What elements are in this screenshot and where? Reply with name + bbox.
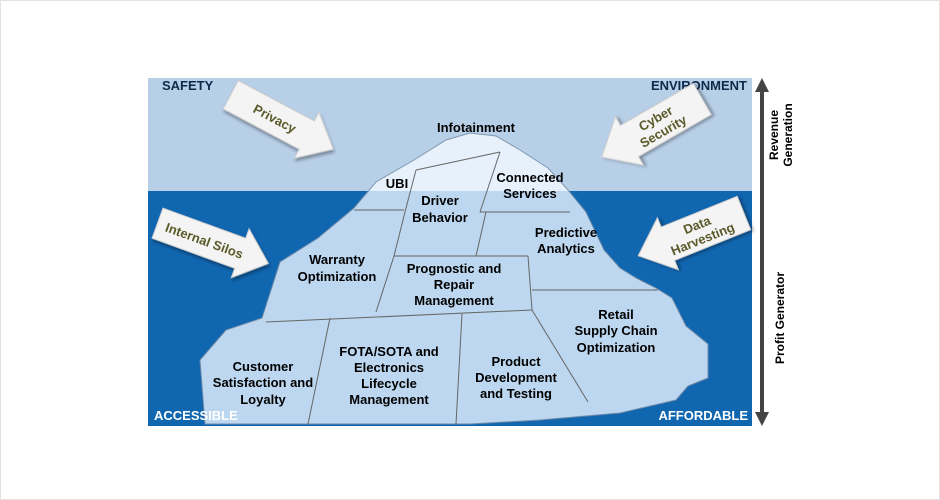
cell-fota-4: Management	[349, 392, 429, 407]
cell-fota-2: Electronics	[354, 360, 424, 375]
cell-warranty-optimization-1: Warranty	[309, 252, 366, 267]
cell-product-1: Product	[491, 354, 541, 369]
corner-label-affordable: AFFORDABLE	[658, 408, 748, 423]
cell-retail-2: Supply Chain	[574, 323, 657, 338]
corner-label-safety: SAFETY	[162, 78, 214, 93]
axis-arrowhead-down	[755, 412, 769, 426]
cell-customer-2: Satisfaction and	[213, 375, 313, 390]
cell-product-3: and Testing	[480, 386, 552, 401]
cell-predictive-analytics-1: Predictive	[535, 225, 597, 240]
iceberg	[199, 132, 709, 425]
corner-label-environment: ENVIRONMENT	[651, 78, 747, 93]
cell-prognostic-3: Management	[414, 293, 494, 308]
cell-warranty-optimization-2: Optimization	[298, 269, 377, 284]
cell-ubi: UBI	[386, 176, 408, 191]
cell-driver-behavior-2: Behavior	[412, 210, 468, 225]
axis-label-revenue-1: Revenue	[767, 110, 781, 160]
iceberg-cell-lines	[265, 151, 658, 425]
axis-arrowhead-up	[755, 78, 769, 92]
cell-driver-behavior-1: Driver	[421, 193, 459, 208]
cell-fota-1: FOTA/SOTA and	[339, 344, 438, 359]
corner-label-accessible: ACCESSIBLE	[154, 408, 238, 423]
cell-prognostic-1: Prognostic and	[407, 261, 502, 276]
cell-customer-1: Customer	[233, 359, 294, 374]
cell-prognostic-2: Repair	[434, 277, 474, 292]
cell-connected-services-1: Connected	[496, 170, 563, 185]
cell-fota-3: Lifecycle	[361, 376, 417, 391]
cell-retail-3: Optimization	[577, 340, 656, 355]
cell-retail-1: Retail	[598, 307, 633, 322]
arrow-data-harvesting: Data Harvesting	[637, 195, 752, 271]
cell-connected-services-2: Services	[503, 186, 557, 201]
cell-infotainment: Infotainment	[437, 120, 516, 135]
axis-label-profit: Profit Generator	[773, 272, 787, 364]
cell-customer-3: Loyalty	[240, 392, 286, 407]
vertical-axis	[755, 78, 769, 426]
axis-label-revenue-2: Generation	[781, 103, 795, 166]
cell-predictive-analytics-2: Analytics	[537, 241, 595, 256]
cell-product-2: Development	[475, 370, 557, 385]
